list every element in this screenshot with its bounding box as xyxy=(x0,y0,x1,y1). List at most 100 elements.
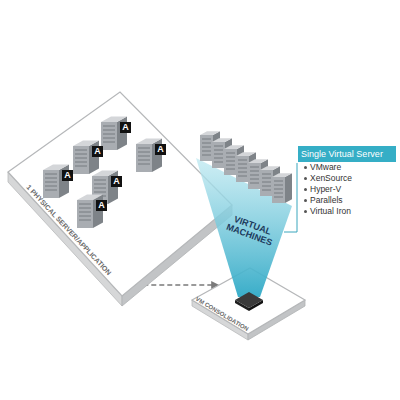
chip-top xyxy=(235,292,263,308)
server-top xyxy=(224,145,244,149)
server-slot xyxy=(103,134,115,135)
server-front xyxy=(43,170,59,198)
server-slot xyxy=(202,143,211,144)
server-slot xyxy=(45,178,57,179)
server-slot xyxy=(79,204,91,205)
list-item: VMware xyxy=(298,162,396,173)
server-slot xyxy=(250,171,259,172)
bullet-dot xyxy=(304,199,307,202)
server-slot xyxy=(250,167,259,168)
server-slot xyxy=(262,174,271,175)
server-top xyxy=(272,173,292,177)
server-slot xyxy=(238,168,247,169)
list-item: XenSource xyxy=(298,173,396,184)
server-slot xyxy=(79,212,91,213)
server-slot xyxy=(138,152,150,153)
server-slot xyxy=(94,192,106,193)
server-top xyxy=(260,166,280,170)
server-slot xyxy=(214,158,223,159)
list-text: XenSource xyxy=(310,173,352,184)
callout-heading: Single Virtual Server xyxy=(298,146,396,162)
server-slot xyxy=(214,150,223,151)
server-slot xyxy=(45,182,57,183)
app-badge: A xyxy=(111,176,122,187)
server-slot xyxy=(274,189,283,190)
server-slot xyxy=(202,147,211,148)
server-slot xyxy=(238,164,247,165)
server-front xyxy=(73,146,89,174)
server-front xyxy=(136,144,152,172)
server-front xyxy=(236,156,249,182)
server-slot xyxy=(138,160,150,161)
server-slot xyxy=(274,181,283,182)
server-front xyxy=(200,135,213,161)
bullet-dot xyxy=(304,210,307,213)
server-slot xyxy=(75,154,87,155)
server-slot xyxy=(262,190,271,191)
server-slot xyxy=(238,160,247,161)
server-slot xyxy=(226,161,235,162)
server-slot xyxy=(103,138,115,139)
server-slot xyxy=(250,175,259,176)
server-slot xyxy=(45,186,57,187)
slab-top xyxy=(8,92,232,296)
server-slot xyxy=(138,156,150,157)
server-slot xyxy=(202,151,211,152)
server-slot xyxy=(274,185,283,186)
server-slot xyxy=(138,164,150,165)
list-item: Virtual Iron xyxy=(298,206,396,217)
server-slot xyxy=(262,186,271,187)
server-front xyxy=(212,142,225,168)
server-slot xyxy=(45,190,57,191)
server-front xyxy=(101,122,117,150)
server-slot xyxy=(214,154,223,155)
app-badge: A xyxy=(92,146,103,157)
server-front xyxy=(272,177,285,203)
server-slot xyxy=(250,183,259,184)
server-slot xyxy=(75,158,87,159)
server-slot xyxy=(79,216,91,217)
server-slot xyxy=(103,130,115,131)
server-slot xyxy=(226,157,235,158)
server-slot xyxy=(238,176,247,177)
platform: VM CONSOLIDATION xyxy=(190,266,308,342)
server-slot xyxy=(75,150,87,151)
server-slot xyxy=(79,220,91,221)
bullet-dot xyxy=(304,177,307,180)
server-slot xyxy=(94,184,106,185)
app-badge: A xyxy=(155,144,166,155)
list-text: VMware xyxy=(310,162,341,173)
list-item: Hyper-V xyxy=(298,184,396,195)
app-badge: A xyxy=(120,122,131,133)
server-slot xyxy=(103,126,115,127)
server-slot xyxy=(45,174,57,175)
server-top xyxy=(236,152,256,156)
server-front xyxy=(77,200,93,228)
server-side xyxy=(285,173,292,203)
list-text: Virtual Iron xyxy=(310,206,351,217)
server-slot xyxy=(274,197,283,198)
server-slot xyxy=(214,162,223,163)
server-slot xyxy=(226,153,235,154)
server-top xyxy=(200,131,220,135)
server-front xyxy=(224,149,237,175)
app-badge: A xyxy=(62,170,73,181)
app-badge: A xyxy=(96,200,107,211)
server-slot xyxy=(75,166,87,167)
server-front xyxy=(248,163,261,189)
server-slot xyxy=(262,182,271,183)
server-front xyxy=(260,170,273,196)
server-slot xyxy=(202,139,211,140)
server-slot xyxy=(94,188,106,189)
server-slot xyxy=(214,146,223,147)
server-slot xyxy=(75,162,87,163)
server-top xyxy=(212,138,232,142)
server-slot xyxy=(79,208,91,209)
server-top xyxy=(248,159,268,163)
server-slot xyxy=(238,172,247,173)
server-slot xyxy=(94,180,106,181)
server-slot xyxy=(262,178,271,179)
server-slot xyxy=(226,169,235,170)
list-text: Hyper-V xyxy=(310,184,341,195)
